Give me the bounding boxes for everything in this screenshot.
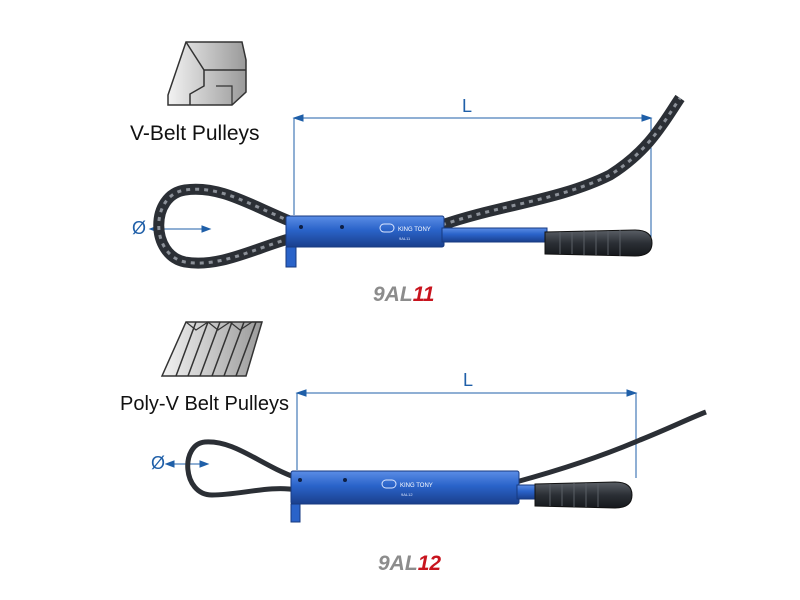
bottom-dimension-line <box>295 389 638 478</box>
bottom-belt <box>185 409 707 498</box>
top-diameter-symbol: Ø <box>132 218 147 238</box>
bottom-length-label: L <box>463 370 474 390</box>
top-model-suffix: 11 <box>412 283 435 306</box>
v-belt-pulleys-label: V-Belt Pulleys <box>130 122 260 145</box>
bottom-grip <box>534 481 633 509</box>
top-handle-brand: KING TONY <box>398 227 431 233</box>
bottom-model-prefix: 9AL <box>378 552 418 575</box>
poly-v-pulley-icon <box>160 321 264 377</box>
top-handle <box>285 215 548 268</box>
bottom-model-number: 9AL12 <box>378 552 441 576</box>
top-belt <box>153 94 685 269</box>
bottom-diameter-arrow <box>164 460 210 468</box>
bottom-handle <box>290 470 548 523</box>
top-grip <box>544 229 653 257</box>
bottom-model-suffix: 12 <box>417 552 442 575</box>
top-length-label: L <box>462 96 473 116</box>
bottom-handle-brand: KING TONY <box>400 483 433 489</box>
top-model-number: 9AL11 <box>373 283 435 307</box>
top-handle-code: 9AL11 <box>399 236 411 241</box>
v-belt-pulley-icon <box>167 41 247 106</box>
bottom-handle-code: 9AL12 <box>401 492 413 497</box>
poly-v-belt-pulleys-label: Poly-V Belt Pulleys <box>120 393 289 415</box>
bottom-diameter-symbol: Ø <box>151 453 166 473</box>
top-model-prefix: 9AL <box>373 283 413 306</box>
